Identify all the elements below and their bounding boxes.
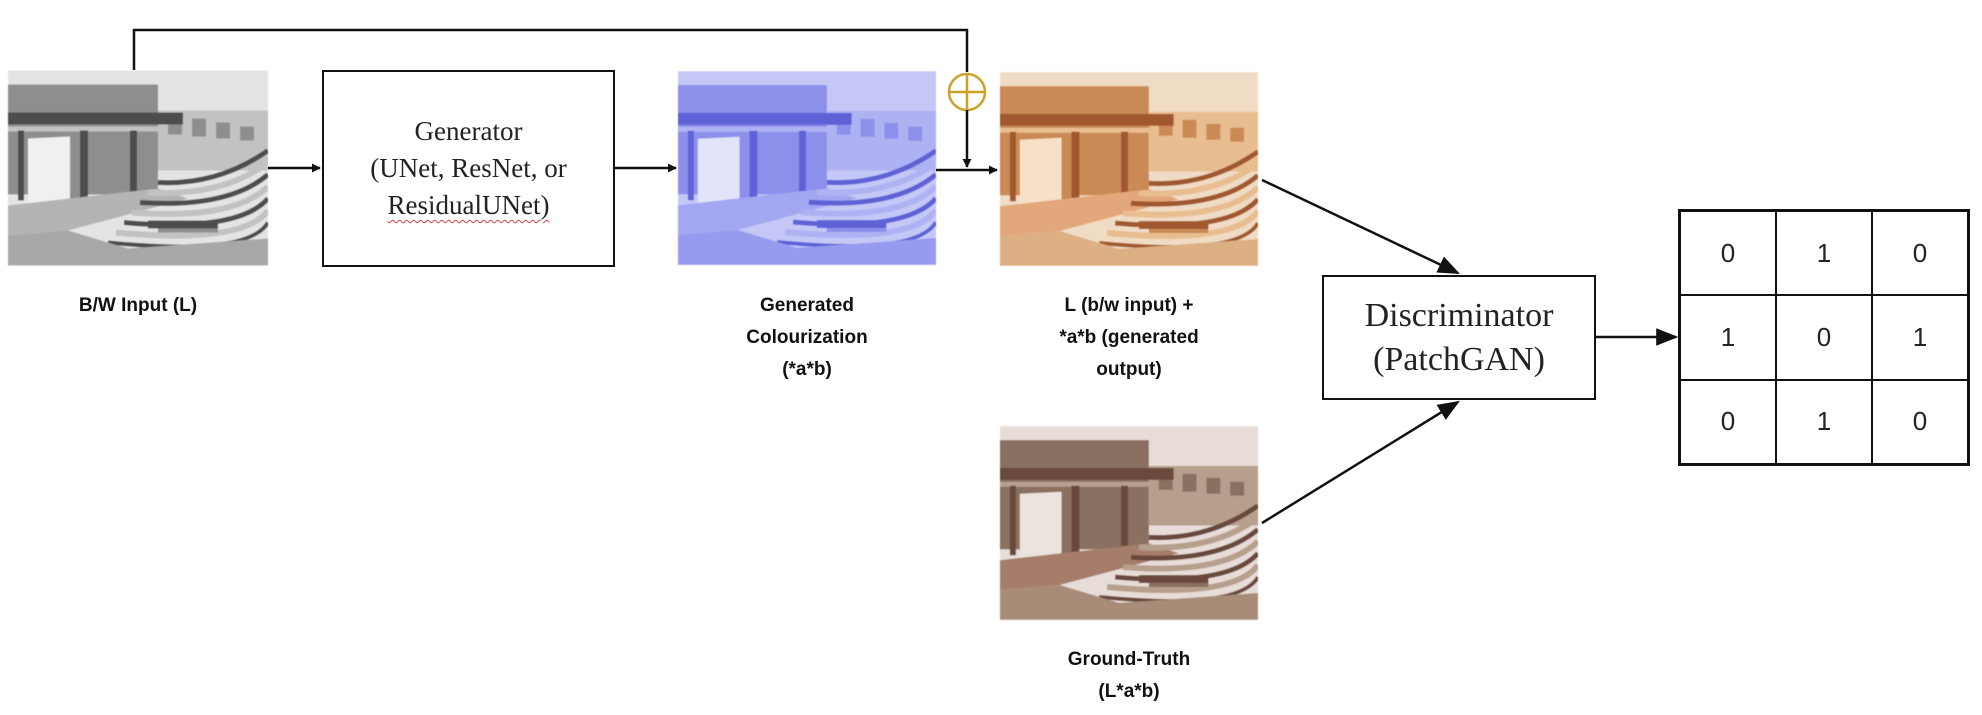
patch-output-grid: 0 1 0 1 0 1 0 1 0 [1678, 209, 1970, 466]
generated-colourization-image [678, 71, 936, 265]
grid-cell: 1 [1776, 211, 1872, 296]
grid-cell: 1 [1680, 295, 1776, 380]
grid-cell: 0 [1680, 379, 1776, 464]
generator-subtitle-1: (UNet, ResNet, or [370, 153, 567, 183]
generator-box: Generator (UNet, ResNet, or ResidualUNet… [322, 70, 615, 267]
combined-output-image [1000, 72, 1258, 266]
discriminator-title: Discriminator [1364, 296, 1554, 334]
ground-truth-image [1000, 426, 1258, 620]
grid-cell: 1 [1776, 379, 1872, 464]
generator-title: Generator [414, 116, 523, 146]
ground-truth-to-discriminator-arrow [1261, 400, 1460, 525]
circle-plus-icon [947, 72, 987, 112]
skip-connection-line [132, 28, 969, 72]
grid-cell: 0 [1680, 211, 1776, 296]
generated-colourization-label: Generated Colourization (*a*b) [746, 295, 868, 380]
bw-input-label: B/W Input (L) [78, 295, 198, 316]
generator-subtitle-2: ResidualUNet) [387, 190, 550, 220]
discriminator-box: Discriminator (PatchGAN) [1322, 275, 1596, 400]
grid-cell: 0 [1776, 295, 1872, 380]
grid-cell: 1 [1872, 295, 1968, 380]
bw-input-image [8, 70, 268, 266]
ground-truth-label: Ground-Truth (L*a*b) [1067, 649, 1191, 702]
discriminator-subtitle: (PatchGAN) [1373, 340, 1545, 378]
grid-cell: 0 [1872, 211, 1968, 296]
combined-to-discriminator-arrow [1261, 178, 1460, 275]
combined-output-label: L (b/w input) + *a*b (generated output) [1059, 295, 1199, 380]
grid-cell: 0 [1872, 379, 1968, 464]
